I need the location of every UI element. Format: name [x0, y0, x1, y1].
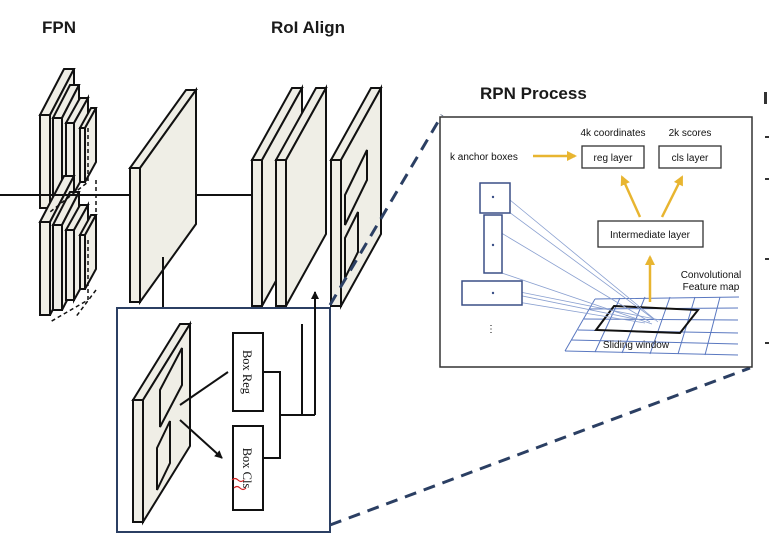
fpn-dashed-outline: [49, 128, 97, 323]
feature-map-main: [128, 86, 198, 306]
heading-fpn: FPN: [42, 18, 76, 37]
scores-label: 2k scores: [669, 128, 712, 139]
anchor-center-dots: [491, 195, 495, 295]
fpn-bottom-group: [38, 175, 98, 316]
sliding-window-box: [594, 304, 700, 335]
coordinates-label: 4k coordinates: [580, 128, 645, 139]
anchor-boxes-label: k anchor boxes: [450, 152, 518, 163]
fpn-top-group: [38, 68, 98, 209]
cls-layer-label: cls layer: [672, 153, 709, 164]
heading-roi-align: RoI Align: [271, 18, 345, 37]
right-edge-fragments: [764, 92, 769, 344]
zoom-line-lower: [329, 366, 751, 527]
head-feature-map: [131, 320, 192, 526]
box-cls-label: Box Cls: [240, 448, 254, 489]
reg-layer-label: reg layer: [594, 153, 634, 164]
box-cls-box: [232, 425, 264, 511]
intermediate-layer-box: [597, 220, 704, 248]
heading-rpn-process: RPN Process: [480, 84, 587, 103]
box-reg-label: Box Reg: [240, 350, 254, 395]
roi-panel-3: [329, 84, 383, 310]
sliding-window-label: Sliding window: [603, 340, 670, 351]
conv-feature-label-line2: Feature map: [683, 282, 740, 293]
anchor-dots-label: ⋮: [486, 324, 496, 335]
arrow-intermediate-to-reg: [620, 175, 642, 218]
zoom-line-upper: [328, 114, 444, 306]
intermediate-layer-label: Intermediate layer: [610, 230, 691, 241]
anchor-projection-lines: [489, 197, 661, 325]
reg-layer-box: [581, 145, 645, 169]
cls-layer-box: [658, 145, 722, 169]
cls-underline-mark: [231, 477, 247, 491]
conv-feature-label-line1: Convolutional: [681, 270, 742, 281]
box-reg-box: [232, 332, 264, 412]
arrow-intermediate-to-cls: [660, 175, 684, 218]
roi-panel-2: [274, 84, 328, 310]
anchor-box-1: [479, 182, 511, 214]
head-connectors: [179, 324, 303, 459]
